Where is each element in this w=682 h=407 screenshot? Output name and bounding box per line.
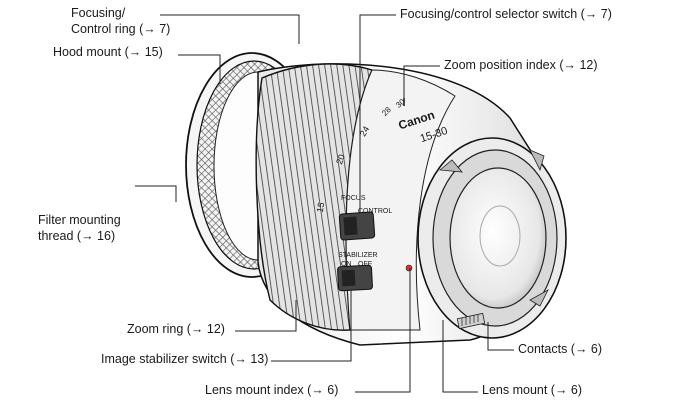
lens-mount-index-dot [405,264,413,272]
zoom-scale-band [345,69,456,331]
label-stabilizer-switch: Image stabilizer switch (→ 13) [101,352,269,366]
focus-control-switch [338,211,376,241]
stabilizer-on-label: ON [341,261,352,268]
label-filter-thread-line1: Filter mounting [38,213,121,227]
label-lens-mount: Lens mount (→ 6) [482,383,583,397]
label-hood-mount: Hood mount (→ 15) [53,45,163,59]
label-filter-thread-line2: thread (→ 16) [38,229,116,243]
leader-lines [135,14,514,393]
switch-control-label: CONTROL [358,208,393,215]
label-zoom-index: Zoom position index (→ 12) [444,58,598,72]
label-focusing-ring-line1: Focusing/ [71,6,126,20]
rear-lens-element [449,167,547,309]
stabilizer-off-label: OFF [358,261,372,268]
label-contacts: Contacts (→ 6) [518,342,603,356]
switch-focus-label: FOCUS [341,195,366,202]
stabilizer-switch [337,264,373,292]
label-selector-switch: Focusing/control selector switch (→ 7) [400,7,612,21]
label-zoom-ring: Zoom ring (→ 12) [127,322,225,336]
stabilizer-title-label: STABILIZER [338,252,378,259]
electrical-contacts [456,312,486,330]
label-lens-mount-index: Lens mount index (→ 6) [205,383,339,397]
label-focusing-ring-line2: Control ring (→ 7) [71,22,171,36]
